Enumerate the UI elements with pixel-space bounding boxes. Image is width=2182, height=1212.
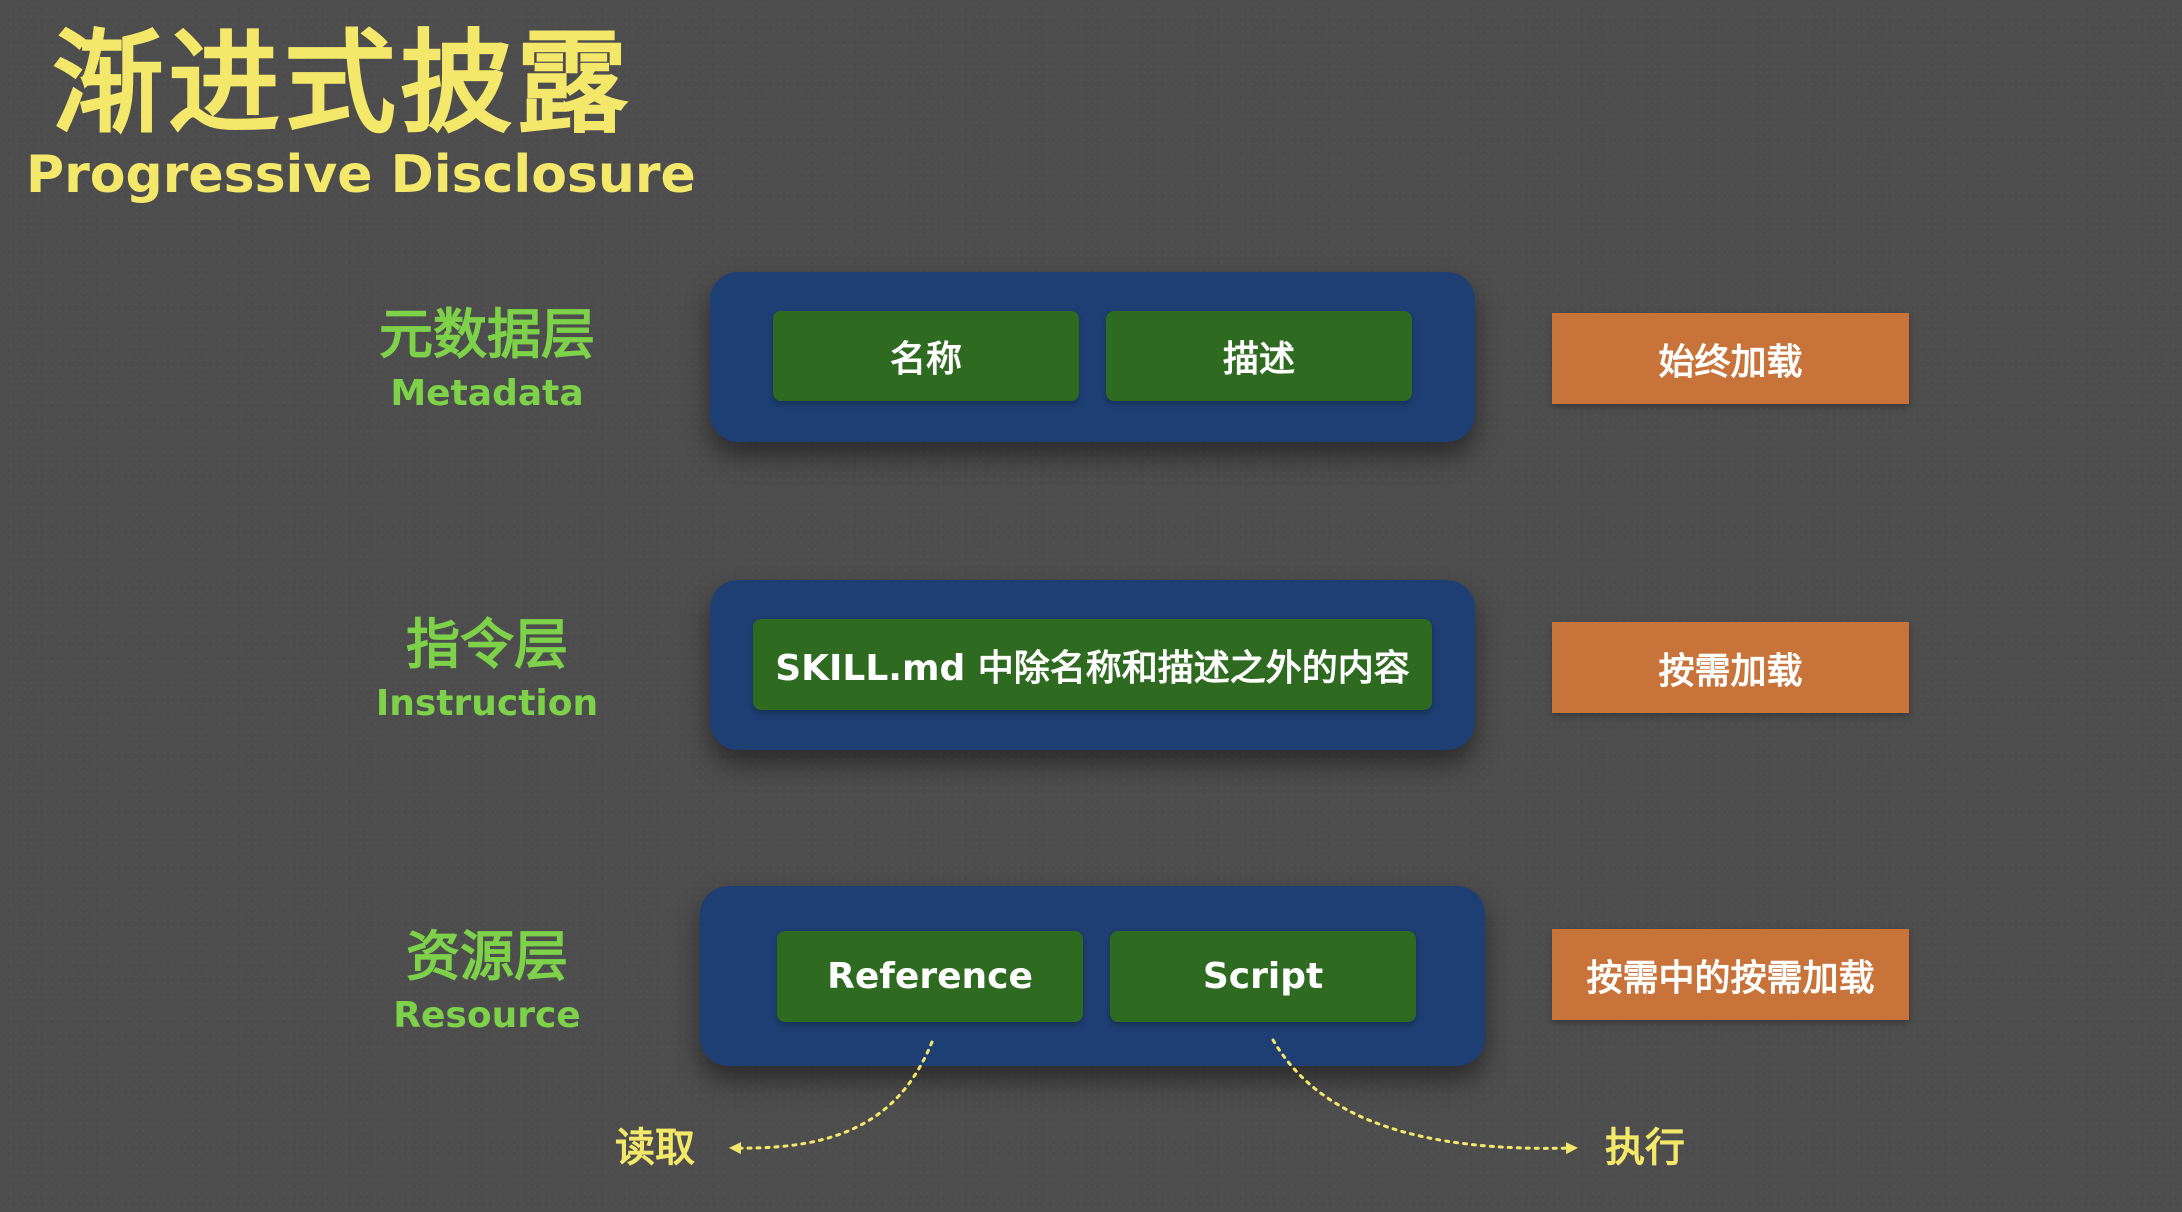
always-load-tag: 始终加载 (1552, 313, 1909, 404)
on-demand-nested-load-tag: 按需中的按需加载 (1552, 929, 1909, 1020)
resource-layer-label: 资源层 Resource (327, 922, 647, 1040)
metadata-layer-label: 元数据层 Metadata (327, 300, 647, 418)
read-label: 读取 (615, 1125, 695, 1171)
name-chip: 名称 (773, 311, 1079, 401)
title-english: Progressive Disclosure (26, 145, 696, 205)
instruction-label-en: Instruction (375, 683, 599, 724)
execute-label: 执行 (1605, 1125, 1685, 1171)
description-chip: 描述 (1106, 311, 1412, 401)
script-chip: Script (1110, 931, 1416, 1022)
resource-label-zh: 资源层 (406, 925, 568, 988)
reference-chip: Reference (777, 931, 1083, 1022)
instruction-layer-label: 指令层 Instruction (327, 610, 647, 728)
instruction-label-zh: 指令层 (406, 613, 568, 676)
skill-content-chip: SKILL.md 中除名称和描述之外的内容 (753, 619, 1432, 710)
resource-label-en: Resource (393, 995, 581, 1036)
metadata-label-en: Metadata (390, 373, 584, 414)
on-demand-load-tag: 按需加载 (1552, 622, 1909, 713)
title-chinese: 渐进式披露 (52, 19, 632, 149)
metadata-label-zh: 元数据层 (379, 303, 595, 366)
